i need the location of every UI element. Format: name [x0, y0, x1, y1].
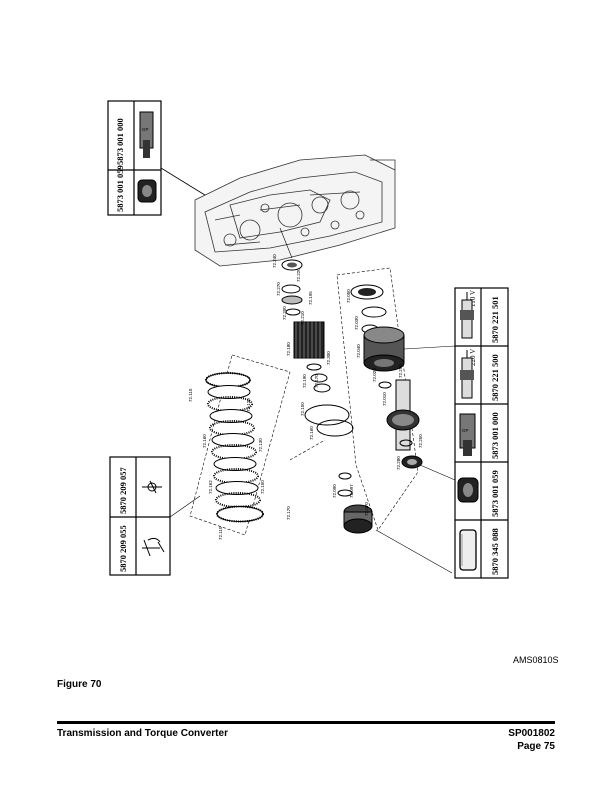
- clutch-label-72-160: 72.160: [202, 434, 207, 448]
- tool-5870-209-057-label: 5870 209 057: [118, 467, 128, 515]
- clutch-label-72-120: 72.120: [246, 398, 251, 412]
- tool-5870-221-501-label: 5870 221 501: [490, 296, 500, 343]
- part-label-72-240: 72.240: [272, 254, 277, 268]
- sleeve-tool-bottom-icon: [457, 477, 479, 503]
- part-label-72-050: 72.050: [346, 289, 351, 303]
- tool-5873-001-059-bottom-label: 5873 001 059: [490, 470, 500, 517]
- part-72-240: [281, 259, 303, 271]
- insert-tool-icon: GP: [139, 111, 154, 158]
- part-label-72-220: 72.220: [296, 268, 301, 282]
- voltage-220-label: 220 V: [469, 349, 477, 366]
- clutch-label-72-162: 72.162: [208, 480, 213, 494]
- part-label-72-150: 72.150: [300, 402, 305, 416]
- tool-box-top: 5873 001 000 5873 001 059 GP: [107, 100, 162, 216]
- tool-box-bottom: 5870 221 501 5870 221 500 5873 001 000 5…: [454, 287, 509, 579]
- footer-page-number: Page 75: [517, 741, 555, 752]
- sleeve-cylinder-icon: [459, 529, 477, 571]
- part-label-72-280: 72.280: [396, 456, 401, 470]
- sleeve-tool-icon: [137, 179, 157, 203]
- part-label-72-160: 72.160: [309, 426, 314, 440]
- part-label-72-250: 72.250: [418, 434, 423, 448]
- svg-text:GP: GP: [462, 428, 469, 433]
- part-label-72-040: 72.040: [356, 344, 361, 358]
- transmission-housing: [194, 154, 396, 267]
- part-label-72-097: 72.097: [349, 484, 354, 498]
- part-label-72-200: 72.200: [282, 306, 287, 320]
- tool-5873-001-000-bottom-label: 5873 001 000: [490, 412, 500, 459]
- clutch-label-72-150: 72.150: [260, 480, 265, 494]
- tool-5870-345-088-label: 5870 345 088: [490, 528, 500, 575]
- part-label-72-180: 72.180: [286, 342, 291, 356]
- footer-doc-number: SP001802: [508, 728, 555, 739]
- part-label-72-030: 72.030: [354, 316, 359, 330]
- center-column-parts: 72.240 72.270 72.220 72.200 72.195 72.21…: [272, 254, 373, 534]
- part-label-72-195: 72.195: [308, 291, 313, 305]
- tool-box-left: 5870 209 057 5870 209 055: [109, 456, 171, 576]
- part-label-72-300: 72.300: [326, 351, 331, 365]
- part-label-72-090: 72.090: [332, 484, 337, 498]
- clutch-label-72-170: 72.170: [286, 506, 291, 520]
- part-label-72-290: 72.290: [398, 364, 403, 378]
- bearing-72-250: [401, 455, 423, 469]
- clutch-disc-pack: 72.110 72.120 72.160 72.130 72.162 72.15…: [188, 354, 291, 540]
- clutch-label-72-110-top: 72.110: [188, 388, 193, 402]
- drawing-id: AMS0810S: [513, 655, 559, 665]
- insert-tool-bottom-icon: GP: [459, 413, 476, 456]
- piston-drum: [363, 326, 405, 372]
- part-label-72-010: 72.010: [382, 392, 387, 406]
- footer-rule: [57, 721, 555, 724]
- output-shaft: [386, 379, 420, 451]
- part-label-72-210: 72.210: [300, 311, 305, 325]
- drive-gear: [293, 321, 325, 359]
- part-label-72-020: 72.020: [372, 368, 377, 382]
- clutch-label-72-110-bottom: 72.110: [218, 526, 223, 540]
- part-label-72-190: 72.190: [302, 374, 307, 388]
- tool-5870-221-500-label: 5870 221 500: [490, 354, 500, 401]
- heater-110v-icon: [460, 292, 474, 339]
- seal-carrier: [343, 504, 373, 534]
- heater-220v-icon: [460, 350, 474, 399]
- footer-section-title: Transmission and Torque Converter: [57, 728, 228, 739]
- tool-5873-001-000-label: 5873 001 000: [115, 118, 125, 165]
- part-label-72-270: 72.270: [276, 282, 281, 296]
- lifting-hook-icon: [142, 537, 165, 557]
- right-column-parts: 72.050 72.040 72.030 72.020 72.010 72.29…: [336, 267, 423, 531]
- voltage-110-label: 110 V: [469, 290, 477, 307]
- clutch-label-72-130-mid: 72.130: [258, 438, 263, 452]
- tool-5873-001-059-label: 5873 001 059: [115, 165, 125, 212]
- part-label-72-170: 72.170: [314, 374, 319, 388]
- figure-caption: Figure 70: [57, 679, 102, 690]
- tool-5870-209-055-label: 5870 209 055: [118, 525, 128, 572]
- svg-text:GP: GP: [142, 127, 149, 132]
- part-label-72-070: 72.070: [364, 502, 369, 516]
- puller-hook-icon: [142, 480, 162, 494]
